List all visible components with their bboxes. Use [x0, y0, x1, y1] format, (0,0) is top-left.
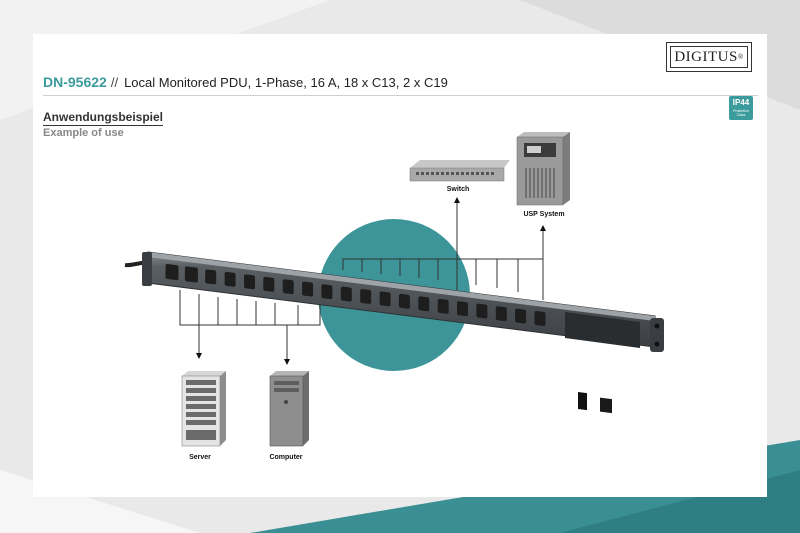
c13-outlet	[379, 291, 391, 307]
c13-outlet	[437, 298, 449, 314]
c13-outlet	[418, 296, 430, 312]
module-switch	[578, 391, 587, 411]
product-header: DN-95622// Local Monitored PDU, 1-Phase, …	[43, 74, 448, 90]
header-separator: //	[110, 75, 119, 90]
mounting-bracket-left	[142, 252, 152, 286]
upper-connector-lines	[342, 197, 546, 300]
section-title-english: Example of use	[43, 127, 124, 139]
c13-outlet	[457, 301, 468, 317]
c13-outlet	[224, 271, 236, 287]
switch-label: Switch	[446, 186, 470, 193]
monitoring-module	[565, 312, 640, 348]
server-label: Server	[189, 454, 211, 461]
lower-connector-lines	[179, 290, 321, 365]
logo-registered-mark: ®	[737, 53, 744, 61]
badge-main-text: IP44	[732, 98, 750, 107]
server-device	[181, 371, 226, 447]
section-title-german: Anwendungsbeispiel	[43, 110, 164, 126]
c13-outlet	[515, 308, 527, 324]
c13-outlet	[495, 306, 507, 322]
switch-device	[409, 160, 510, 182]
c13-outlet	[263, 276, 275, 292]
c13-outlet	[244, 274, 255, 290]
c13-outlet	[476, 303, 488, 319]
c13-outlet	[282, 279, 294, 295]
mounting-bracket	[650, 318, 664, 352]
c19-outlet	[184, 266, 198, 283]
c13-outlet	[534, 311, 546, 326]
c13-outlet	[302, 281, 314, 297]
computer-device	[269, 371, 309, 447]
header-divider	[43, 95, 758, 96]
c13-outlet	[340, 286, 352, 302]
module-display	[600, 397, 612, 414]
c19-outlet	[165, 263, 179, 281]
ip44-badge: IP44 Protection Class	[729, 96, 753, 120]
ups-label: USP System	[523, 211, 565, 218]
product-code: DN-95622	[43, 74, 107, 90]
ups-device	[516, 132, 570, 206]
c13-outlet	[321, 284, 333, 300]
badge-sub-text: Protection Class	[733, 109, 749, 117]
product-description: Local Monitored PDU, 1-Phase, 16 A, 18 x…	[124, 75, 448, 90]
digitus-logo: DIGITUS®	[666, 42, 752, 72]
logo-text: DIGITUS	[674, 48, 738, 65]
c13-outlet	[360, 289, 372, 304]
computer-label: Computer	[269, 454, 303, 461]
pdu-outlets	[165, 263, 546, 326]
c13-outlet	[398, 293, 410, 309]
c13-outlet	[205, 269, 217, 285]
